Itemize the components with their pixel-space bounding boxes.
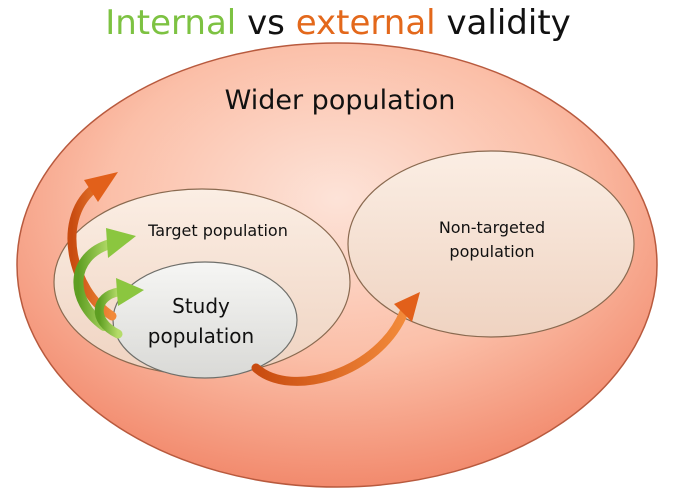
green-arrow-to-study-population (94, 278, 144, 339)
wider-population-label: Wider population (224, 85, 456, 116)
study-population-label-line2: population (147, 324, 255, 348)
non-targeted-label-line2: population (449, 242, 535, 261)
title-external: external (295, 3, 436, 43)
title-internal: Internal (105, 3, 237, 43)
study-population-label-line1: Study (172, 294, 230, 318)
non-targeted-population-ellipse (347, 150, 635, 338)
title-validity: validity (446, 3, 571, 43)
green-arrow-to-target-population (73, 228, 136, 331)
study-population-label: Study population (136, 291, 266, 351)
target-population-label: Target population (148, 221, 288, 240)
title-vs: vs (247, 3, 285, 43)
non-targeted-label-line1: Non-targeted (438, 218, 546, 237)
page-title: Internal vs external validity (0, 0, 676, 46)
orange-arrow-to-non-targeted-population (251, 292, 420, 386)
non-targeted-population-label: Non-targeted population (392, 216, 592, 264)
